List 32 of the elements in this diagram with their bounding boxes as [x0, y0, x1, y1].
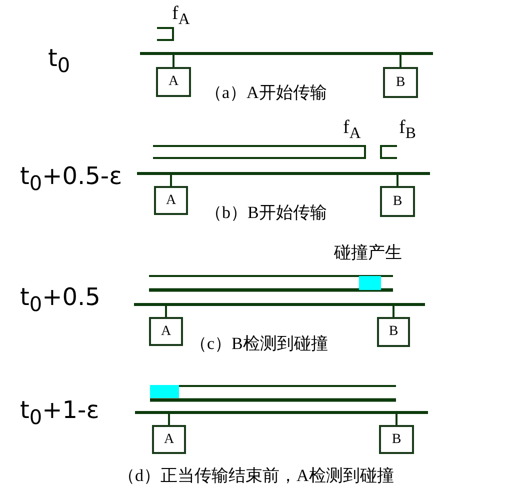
station-box: B [383, 67, 418, 98]
station-box: A [152, 425, 186, 454]
time-label: t$_{0}$+1-ε [20, 398, 100, 427]
connector-line [392, 306, 394, 317]
connector-line [172, 55, 174, 67]
station-box: B [377, 317, 410, 347]
caption: （b）B开始传输 [205, 204, 327, 221]
connector-line [400, 55, 402, 67]
connector-line [168, 414, 170, 425]
station-box: B [379, 425, 414, 454]
connector-line [165, 306, 167, 317]
station-box: A [149, 317, 183, 346]
time-label: t$_{0}$ [48, 46, 70, 75]
connector-line [170, 175, 172, 186]
bus-line [140, 52, 433, 55]
frame-label: f$_{B}$ [399, 118, 416, 142]
frame-label: f$_{A}$ [343, 118, 361, 142]
caption: （d）正当传输结束前，A检测到碰撞 [118, 467, 394, 484]
time-label: t$_{0}$+0.5-ε [20, 164, 122, 193]
station-box: B [380, 186, 415, 217]
frame-label: f$_{A}$ [172, 4, 190, 28]
bus-line [137, 172, 430, 175]
bus-line [135, 411, 428, 414]
station-box: A [154, 186, 188, 215]
connector-line [396, 175, 398, 186]
time-label: t$_{0}$+0.5 [20, 285, 100, 314]
caption: （a）A开始传输 [205, 84, 327, 101]
station-box: A [156, 67, 191, 97]
connector-line [396, 414, 398, 425]
bus-line [134, 303, 425, 306]
caption: （c）B检测到碰撞 [190, 335, 328, 352]
collision-label: 碰撞产生 [334, 245, 402, 262]
